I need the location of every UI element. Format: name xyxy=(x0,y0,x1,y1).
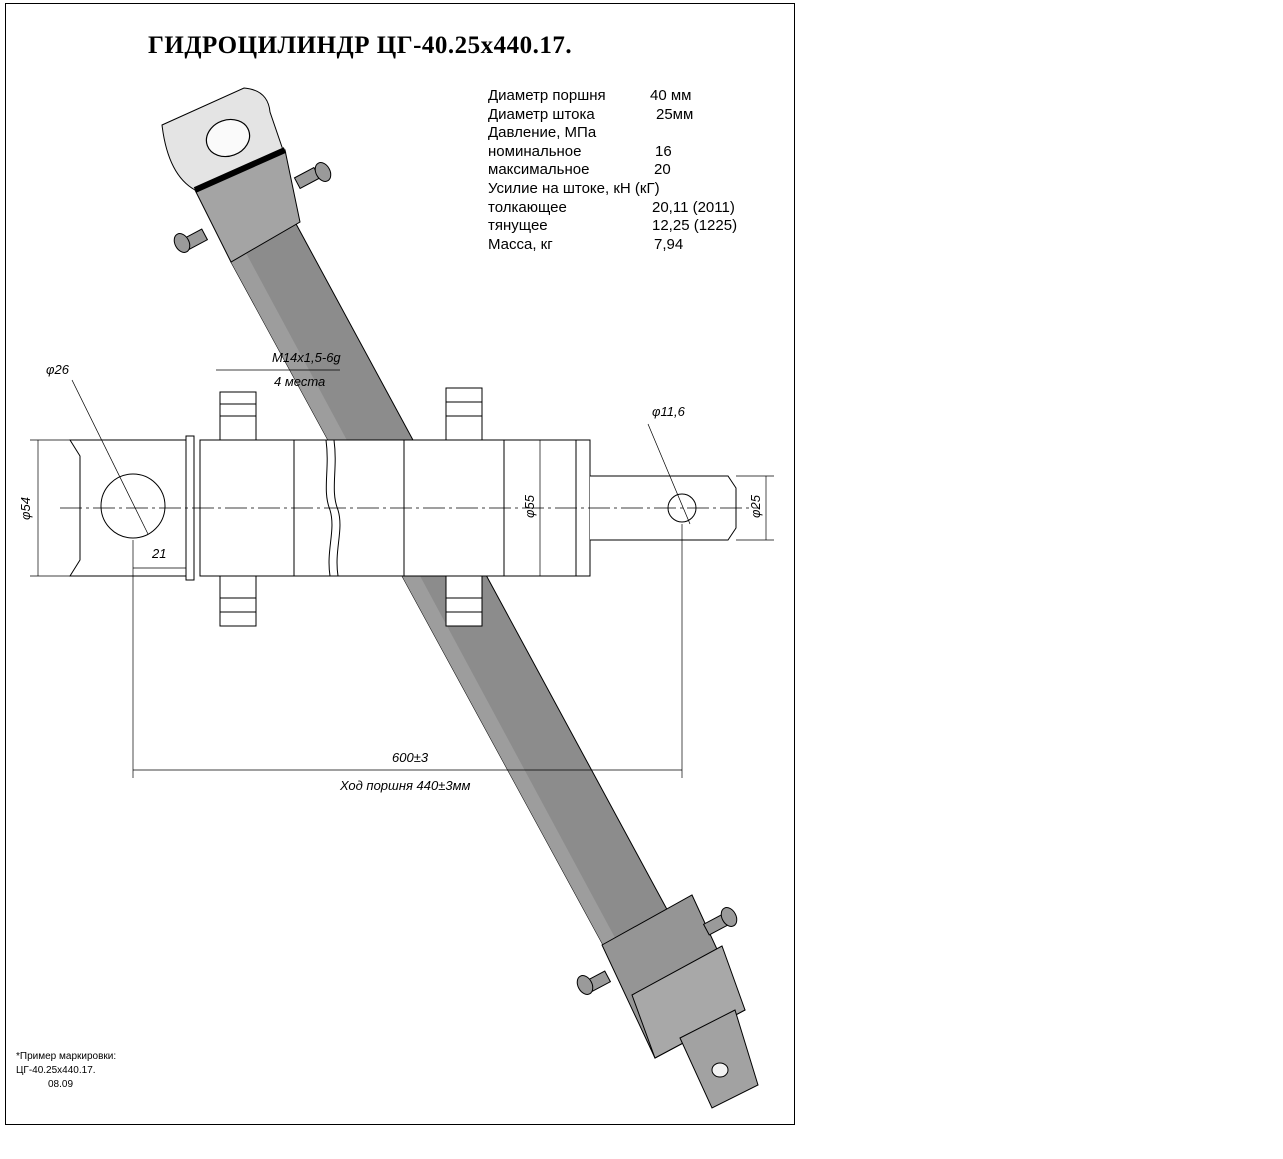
spec-value: 7,94 xyxy=(654,235,684,253)
dimension-labels: φ26 M14x1,5-6g 4 места φ11,6 φ54 φ55 φ25… xyxy=(18,350,763,793)
cylinder-2d-view xyxy=(30,369,774,778)
spec-value: 16 xyxy=(655,142,672,160)
spec-label: максимальное xyxy=(488,161,590,179)
spec-label: тянущее xyxy=(488,217,548,235)
spec-value: 40 мм xyxy=(650,87,692,104)
spec-label: Давление, МПа xyxy=(488,124,597,142)
dim-head-diameter: φ54 xyxy=(18,497,33,520)
drawing-sheet-frame xyxy=(5,3,795,1125)
eye-end-hole xyxy=(100,473,166,539)
dim-length: 600±3 xyxy=(392,750,429,765)
top-port-left xyxy=(173,228,209,253)
eye-hole xyxy=(205,118,251,158)
marking-date: 08.09 xyxy=(48,1079,74,1090)
bottom-port-right xyxy=(702,907,738,936)
cylinder-barrel-highlight xyxy=(231,253,620,954)
spec-label: Усилие на штоке, кН (кГ) xyxy=(488,179,660,197)
port-2d-top-left xyxy=(219,391,257,441)
dim-stroke: Ход поршня 440±3мм xyxy=(339,778,470,793)
rod-end xyxy=(679,1009,759,1109)
port-2d-top-right xyxy=(445,387,483,441)
dim-rod-diameter: φ25 xyxy=(748,494,763,518)
dim-rod-hole: φ11,6 xyxy=(652,404,686,419)
rear-section xyxy=(403,439,505,577)
spec-label: толкающее xyxy=(488,198,567,216)
spec-label: номинальное xyxy=(488,142,582,160)
dim-offset: 21 xyxy=(151,546,166,561)
dim-body-diameter: φ55 xyxy=(522,494,537,518)
dim-thread: M14x1,5-6g xyxy=(272,350,341,365)
spec-value: 12,25 (1225) xyxy=(652,217,738,235)
drawing-title: ГИДРОЦИЛИНДР ЦГ-40.25x440.17. xyxy=(148,32,573,59)
port-2d-bottom-left xyxy=(219,575,257,627)
top-port-right xyxy=(293,162,332,190)
marking-caption: *Пример маркировки: xyxy=(16,1051,117,1062)
spec-value: 20,11 (2011) xyxy=(652,198,735,216)
port-2d-bottom-right xyxy=(445,575,483,627)
spec-label: Диаметр поршня xyxy=(488,87,606,104)
dim-eye-diameter: φ26 xyxy=(46,362,70,377)
dim-thread-count: 4 места xyxy=(274,374,325,389)
spec-value: 20 xyxy=(654,161,671,179)
marking-example: *Пример маркировки: ЦГ-40.25x440.17. 08.… xyxy=(16,1050,116,1092)
marking-code: ЦГ-40.25x440.17. xyxy=(16,1065,96,1076)
spec-label: Диаметр штока xyxy=(488,105,595,123)
spec-label: Масса, кг xyxy=(488,235,553,253)
bottom-port-left xyxy=(576,970,612,995)
spec-value: 25мм xyxy=(656,105,694,123)
